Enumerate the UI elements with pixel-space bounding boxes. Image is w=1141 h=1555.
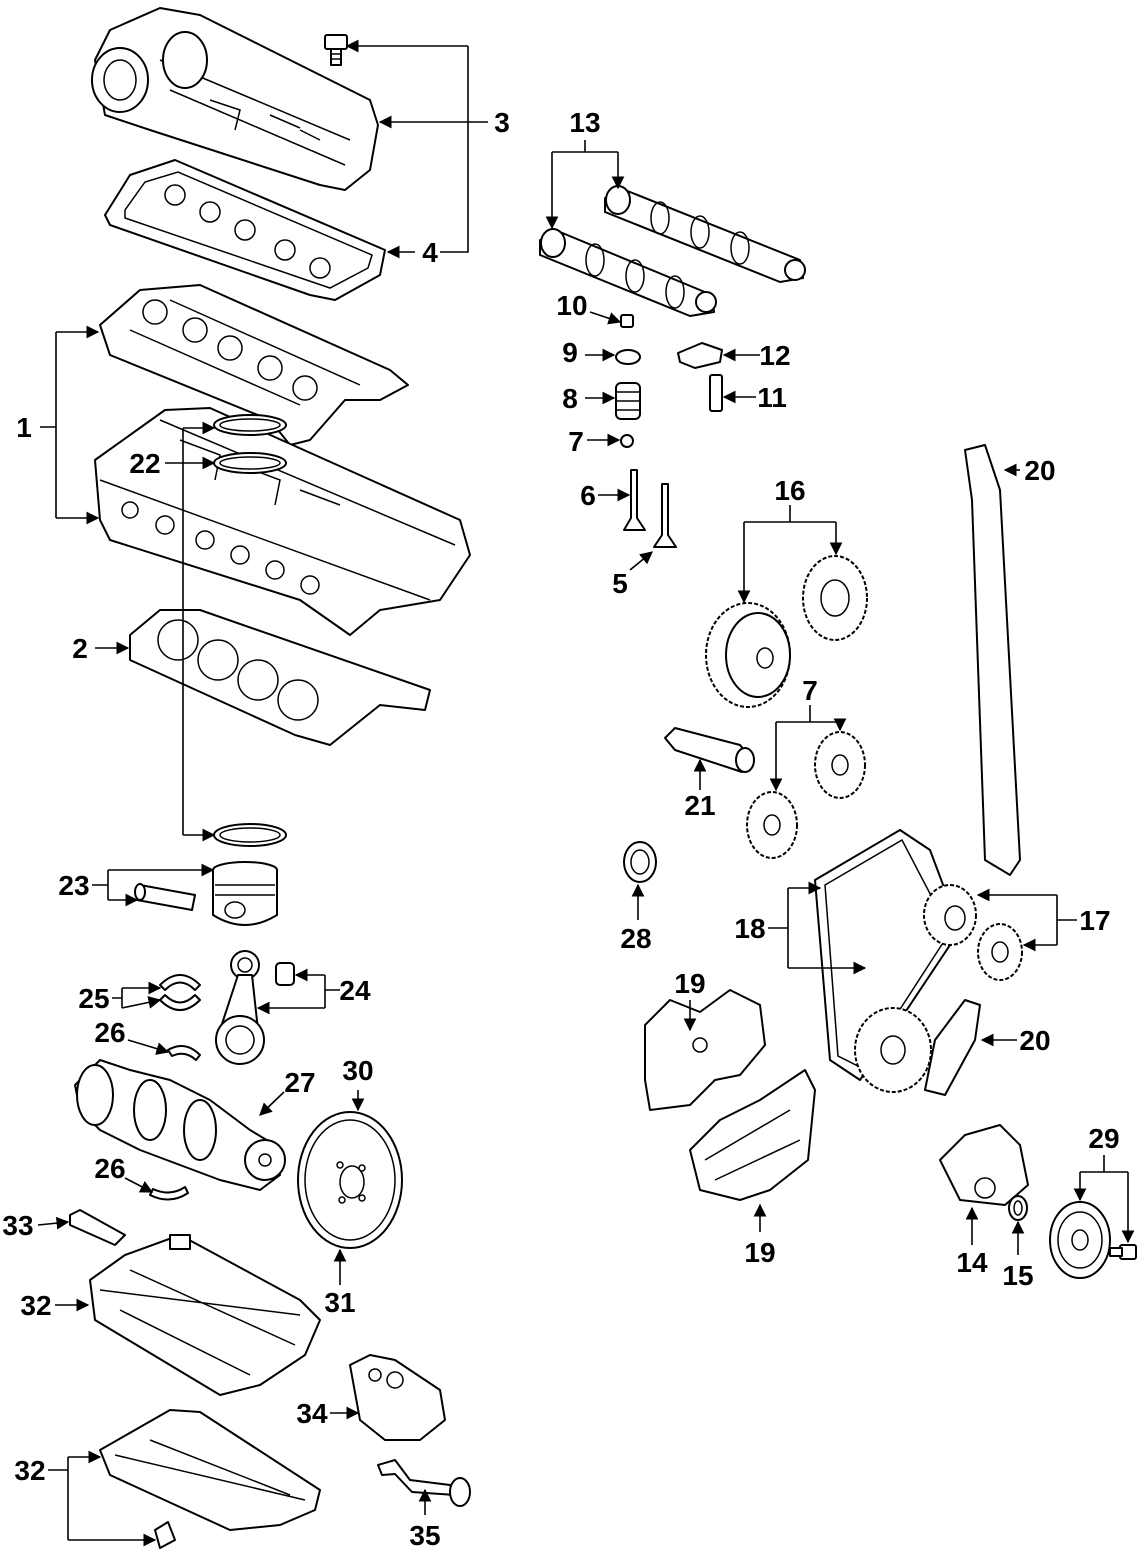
callout-1: 1	[16, 412, 32, 443]
callout-6: 6	[580, 480, 596, 511]
callout-25: 25	[78, 983, 109, 1014]
callout-7-upper: 7	[568, 426, 584, 457]
oil-seal	[623, 841, 657, 883]
camshafts	[539, 185, 806, 317]
callout-19-lower: 19	[744, 1237, 775, 1268]
drain-plug	[154, 1521, 176, 1549]
camshaft-sprockets	[705, 555, 868, 708]
callout-labels: 3 4 1 2 22 23 24 25 26 26 27 30 31 33 32…	[2, 107, 1119, 1551]
callout-16: 16	[774, 475, 805, 506]
timing-cover-lower	[689, 1069, 816, 1201]
callout-15: 15	[1002, 1260, 1033, 1291]
callout-2: 2	[72, 633, 88, 664]
callout-32-lower: 32	[14, 1455, 45, 1486]
callout-35: 35	[409, 1520, 440, 1551]
pulley-bolt	[1109, 1244, 1137, 1260]
callout-27: 27	[284, 1067, 315, 1098]
callout-17: 17	[1079, 905, 1110, 936]
flywheel	[297, 1111, 403, 1249]
crank-pulley	[1049, 1201, 1111, 1279]
water-pump-seal	[1008, 1195, 1028, 1221]
valve-cover	[91, 7, 379, 191]
valve-cover-gasket	[104, 159, 386, 301]
callout-26-lower: 26	[94, 1153, 125, 1184]
valve-cover-bolt	[324, 34, 348, 66]
callout-21: 21	[684, 790, 715, 821]
callout-12: 12	[759, 340, 790, 371]
chain-guides	[924, 444, 1021, 1096]
callout-18: 18	[734, 913, 765, 944]
callout-30: 30	[342, 1055, 373, 1086]
head-gasket	[129, 609, 431, 746]
callout-11: 11	[757, 382, 787, 413]
callout-26-upper: 26	[94, 1017, 125, 1048]
callout-5: 5	[612, 568, 628, 599]
cylinder-head-block	[94, 407, 471, 636]
callout-20-lower: 20	[1019, 1025, 1050, 1056]
callout-33: 33	[2, 1210, 33, 1241]
callout-8: 8	[562, 383, 578, 414]
callout-31: 31	[324, 1287, 355, 1318]
callout-34: 34	[296, 1398, 328, 1429]
callout-29: 29	[1088, 1123, 1119, 1154]
leader-lines	[37, 39, 1135, 1547]
callout-4: 4	[422, 237, 438, 268]
oil-pan-upper	[89, 1234, 321, 1396]
piston-rings	[213, 414, 287, 847]
rod-bearings	[149, 962, 295, 1201]
callout-14: 14	[956, 1247, 988, 1278]
callout-22: 22	[129, 448, 160, 479]
cylinder-head-upper	[99, 284, 409, 446]
callout-13: 13	[569, 107, 600, 138]
callout-28: 28	[620, 923, 651, 954]
valve-train	[615, 314, 723, 548]
callout-20-upper: 20	[1024, 455, 1055, 486]
oil-pickup-tube	[377, 1459, 471, 1507]
callout-32-upper: 32	[20, 1290, 51, 1321]
connecting-rod	[215, 950, 265, 1065]
callout-24: 24	[339, 975, 371, 1006]
callout-10: 10	[556, 290, 587, 321]
timing-cover-upper	[644, 989, 766, 1111]
water-pump	[939, 1124, 1029, 1206]
callout-9: 9	[562, 337, 578, 368]
oil-level-sensor	[69, 1209, 126, 1246]
callout-7-lower: 7	[802, 675, 818, 706]
oil-pump	[349, 1354, 446, 1441]
chain-sprockets	[923, 884, 1023, 981]
intermediate-sprockets	[746, 731, 866, 859]
callout-23: 23	[58, 870, 89, 901]
oil-pan-lower	[99, 1409, 321, 1531]
balance-shaft	[664, 727, 755, 773]
crank-sprocket	[854, 1007, 932, 1093]
piston	[134, 861, 278, 926]
callout-3: 3	[494, 107, 510, 138]
crankshaft	[74, 1059, 286, 1191]
callout-19-upper: 19	[674, 968, 705, 999]
